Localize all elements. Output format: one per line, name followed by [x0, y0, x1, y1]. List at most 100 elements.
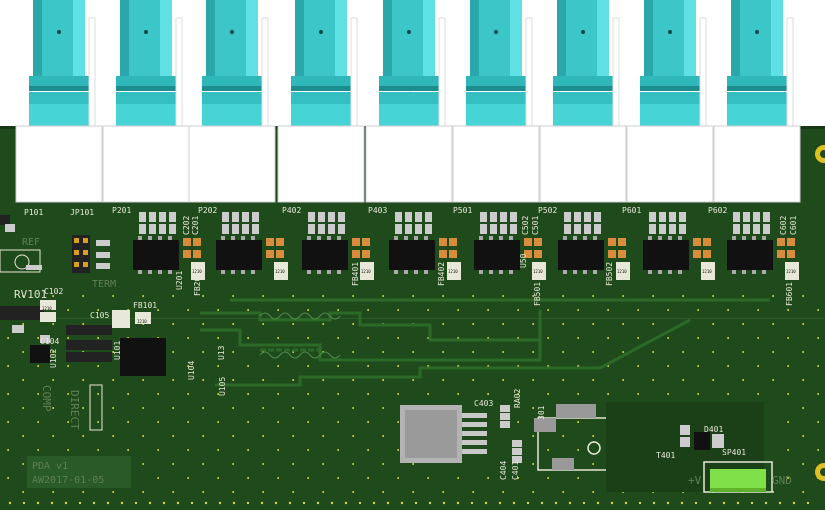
board-title: PDA v1 — [32, 461, 68, 472]
op-amp-chip — [216, 240, 262, 270]
label-sp401: SP401 — [722, 448, 746, 457]
op-amp-chip — [302, 240, 348, 270]
channel-components: 1210 1210 1210 1210 1210 1210 1210 1210 — [133, 212, 799, 280]
label-c202: C202 — [182, 216, 191, 235]
label-gnd: GND — [772, 474, 792, 487]
label-u104: U104 — [187, 361, 196, 380]
label-fb501: FB501 — [533, 282, 542, 306]
bnc-connector — [277, 0, 365, 203]
package-size-label: 1210 — [617, 269, 627, 274]
label-fb402: FB402 — [437, 262, 446, 286]
op-amp-chip — [133, 240, 179, 270]
bnc-connector — [102, 0, 190, 203]
package-size-label: 1210 — [533, 269, 543, 274]
package-size-label: 1210 — [137, 319, 147, 324]
bnc-housing — [627, 126, 713, 202]
label-ref: REF — [22, 237, 40, 248]
board-date: AW2017-01-05 — [32, 475, 104, 486]
power-terminal-block — [710, 469, 766, 491]
label-p402: P402 — [282, 206, 301, 215]
bnc-housing — [278, 126, 364, 202]
label-plus-v: +V — [688, 474, 702, 487]
channel-block: 1210 — [727, 212, 799, 280]
op-amp-chip — [643, 240, 689, 270]
op-amp-chip — [389, 240, 435, 270]
label-c104: C104 — [40, 337, 59, 346]
bnc-housing — [714, 126, 800, 202]
channel-block: 1210 — [389, 212, 461, 280]
channel-block: 1210 — [302, 212, 374, 280]
label-fb502: FB502 — [605, 262, 614, 286]
package-size-label: 1210 — [361, 269, 371, 274]
label-u105: U105 — [218, 377, 227, 396]
label-fb401: FB401 — [351, 262, 360, 286]
bnc-connector — [452, 0, 540, 203]
bnc-housing — [366, 126, 452, 202]
label-term: TERM — [92, 279, 116, 290]
label-p601: P601 — [622, 206, 641, 215]
label-p403: P403 — [368, 206, 387, 215]
bnc-connector — [188, 0, 276, 203]
label-p501: P501 — [453, 206, 472, 215]
channel-block: 1210 — [643, 212, 715, 280]
op-amp-chip — [474, 240, 520, 270]
power-supply-section — [400, 402, 773, 493]
label-fb601: FB601 — [785, 282, 794, 306]
label-p202: P202 — [198, 206, 217, 215]
regulator-chip — [30, 345, 50, 363]
label-p201: P201 — [112, 206, 131, 215]
channel-block: 1210 — [558, 212, 630, 280]
label-u102: U102 — [49, 349, 58, 368]
label-ra02: RA02 — [513, 389, 522, 408]
left-circuitry — [0, 215, 166, 431]
meander-traces — [200, 298, 770, 387]
label-p502: P502 — [538, 206, 557, 215]
channel-block: 1210 — [216, 212, 288, 280]
label-c404: C404 — [499, 461, 508, 480]
bnc-connector — [365, 0, 453, 203]
op-amp-chip — [558, 240, 604, 270]
label-u13: U13 — [217, 345, 226, 360]
label-fb101: FB101 — [133, 301, 157, 310]
label-r301: 301 — [537, 405, 546, 420]
label-c102: C102 — [44, 287, 63, 296]
ic-chip — [120, 338, 166, 376]
bnc-housing — [16, 126, 102, 202]
bnc-housing — [453, 126, 539, 202]
label-d401: D401 — [704, 425, 723, 434]
label-p101: P101 — [24, 208, 43, 217]
bnc-connector-row — [15, 0, 801, 203]
bnc-connector — [539, 0, 627, 203]
label-c501: C501 — [531, 216, 540, 235]
bnc-connector — [713, 0, 801, 203]
label-t401: T401 — [656, 451, 675, 460]
label-c401: C401 — [511, 461, 520, 480]
bnc-connector — [15, 0, 103, 203]
package-size-label: 1210 — [192, 269, 202, 274]
label-u201: U201 — [175, 271, 184, 290]
package-size-label: 1210 — [275, 269, 285, 274]
label-p602: P602 — [708, 206, 727, 215]
label-u50: U50 — [519, 253, 528, 268]
bnc-housing — [189, 126, 275, 202]
label-jp101: JP101 — [70, 208, 94, 217]
channel-block: 1210 — [474, 212, 546, 280]
label-c502: C502 — [521, 216, 530, 235]
label-u101: U101 — [113, 341, 122, 360]
label-c602: C602 — [779, 216, 788, 235]
package-size-label: 1210 — [448, 269, 458, 274]
bnc-housing — [103, 126, 189, 202]
bnc-connector — [626, 0, 714, 203]
board-info-box — [27, 456, 131, 488]
label-c601: C601 — [789, 216, 798, 235]
label-fb201: FB201 — [193, 272, 202, 296]
label-rv101: RV101 — [14, 288, 47, 301]
package-size-label: 1210 — [42, 306, 52, 311]
label-c105: C105 — [90, 311, 109, 320]
package-size-label: 1210 — [702, 269, 712, 274]
bnc-housing — [540, 126, 626, 202]
label-c201: C201 — [191, 216, 200, 235]
package-size-label: 1210 — [786, 269, 796, 274]
